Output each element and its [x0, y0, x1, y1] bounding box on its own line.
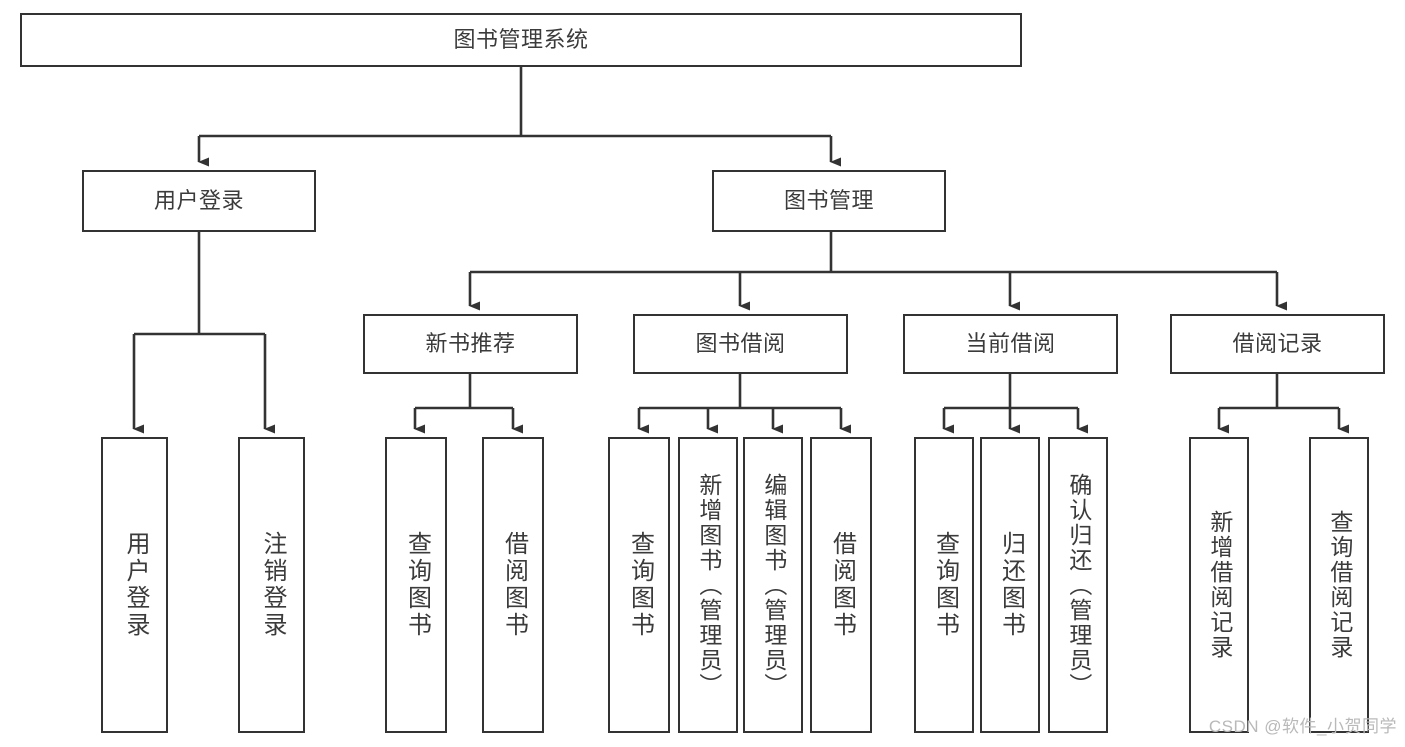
leaf-current-borrow-confirm-return-admin[interactable]: 确认归还（管理员）	[1048, 437, 1108, 733]
node-label: 图书管理系统	[453, 27, 589, 53]
leaf-current-borrow-return-books[interactable]: 归还图书	[980, 437, 1040, 733]
node-label: 编辑图书（管理员）	[760, 472, 787, 698]
node-root-book-management-system[interactable]: 图书管理系统	[20, 13, 1022, 67]
node-label: 查询图书	[626, 531, 654, 639]
node-user-login[interactable]: 用户登录	[82, 170, 316, 232]
leaf-user-login-logout[interactable]: 注销登录	[238, 437, 305, 733]
leaf-user-login-login[interactable]: 用户登录	[101, 437, 168, 733]
node-label: 注销登录	[258, 531, 286, 639]
node-label: 图书借阅	[695, 331, 786, 357]
node-label: 用户登录	[153, 188, 244, 214]
leaf-book-borrow-borrow-books[interactable]: 借阅图书	[810, 437, 872, 733]
node-label: 当前借阅	[965, 331, 1056, 357]
node-label: 新书推荐	[425, 331, 516, 357]
node-label: 归还图书	[997, 531, 1025, 639]
csdn-watermark: CSDN @软件_小贺同学	[1208, 717, 1397, 736]
node-label: 查询图书	[403, 531, 431, 639]
leaf-new-book-borrow-books[interactable]: 借阅图书	[482, 437, 544, 733]
node-label: 确认归还（管理员）	[1065, 472, 1092, 698]
leaf-borrow-record-add-record[interactable]: 新增借阅记录	[1189, 437, 1249, 733]
leaf-book-borrow-edit-book-admin[interactable]: 编辑图书（管理员）	[743, 437, 803, 733]
node-label: 借阅图书	[500, 531, 528, 639]
node-book-management[interactable]: 图书管理	[712, 170, 946, 232]
node-label: 查询借阅记录	[1326, 510, 1353, 660]
node-current-borrow[interactable]: 当前借阅	[903, 314, 1118, 374]
node-label: 借阅记录	[1232, 331, 1323, 357]
node-label: 借阅图书	[828, 531, 856, 639]
leaf-borrow-record-query-record[interactable]: 查询借阅记录	[1309, 437, 1369, 733]
node-label: 查询图书	[931, 531, 959, 639]
leaf-current-borrow-query-books[interactable]: 查询图书	[914, 437, 974, 733]
node-new-book-recommend[interactable]: 新书推荐	[363, 314, 578, 374]
node-label: 新增借阅记录	[1206, 510, 1233, 660]
leaf-book-borrow-query-books[interactable]: 查询图书	[608, 437, 670, 733]
leaf-book-borrow-add-book-admin[interactable]: 新增图书（管理员）	[678, 437, 738, 733]
node-borrow-record[interactable]: 借阅记录	[1170, 314, 1385, 374]
node-label: 图书管理	[783, 188, 874, 214]
node-book-borrow[interactable]: 图书借阅	[633, 314, 848, 374]
leaf-new-book-query-books[interactable]: 查询图书	[385, 437, 447, 733]
node-label: 用户登录	[121, 531, 149, 639]
node-label: 新增图书（管理员）	[695, 472, 722, 698]
